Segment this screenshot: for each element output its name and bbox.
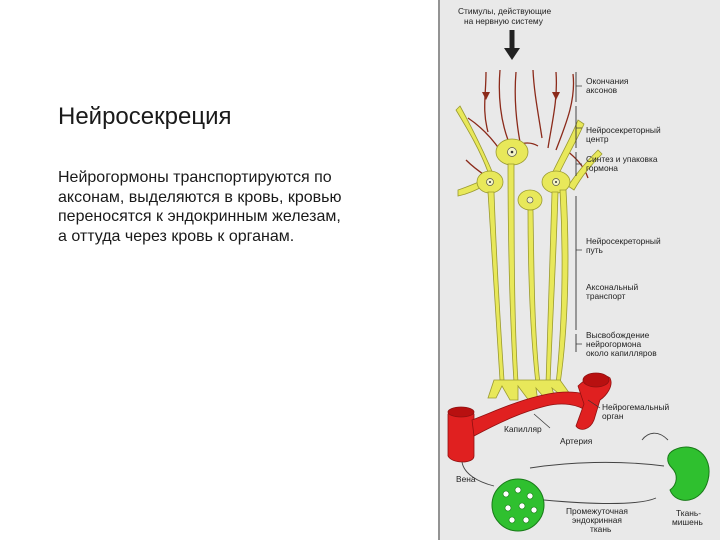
- body-line: переносятся к эндокринным железам,: [58, 208, 341, 225]
- blood-flow-lines: [461, 432, 669, 504]
- vein-opening: [447, 406, 475, 418]
- neuron-nucleoli: [489, 150, 557, 183]
- label-intermediate-tissue: Промежуточная: [566, 506, 628, 516]
- label-release: около капилляров: [586, 348, 657, 358]
- label-axonal-transport: Аксональный: [586, 282, 638, 292]
- target-tissue: [667, 446, 710, 501]
- label-capillary: Капилляр: [504, 424, 542, 434]
- body-line: а оттуда через кровь к органам.: [58, 227, 295, 245]
- label-synthesis: гормона: [586, 163, 618, 173]
- label-axon-endings: Окончания: [586, 76, 628, 86]
- label-vein: Вена: [456, 474, 476, 484]
- label-leaders: [533, 85, 601, 429]
- stimulus-label-line: на нервную систему: [464, 16, 544, 26]
- stimulus-label-line: Стимулы, действующие: [458, 6, 552, 16]
- label-intermediate-tissue: ткань: [590, 524, 612, 534]
- label-neurosecretory-center: центр: [586, 134, 609, 144]
- intermediate-endocrine-tissue: [491, 478, 545, 532]
- neurosecretion-diagram: Стимулы, действующие на нервную систему: [438, 0, 720, 540]
- label-release: Высвобождение: [586, 330, 650, 340]
- label-neurohemal-organ: Нейрогемальный: [602, 402, 670, 412]
- slide-body-text: Нейрогормоны транспортируются по аксонам…: [58, 168, 403, 246]
- label-target-tissue: Ткань-: [676, 508, 701, 518]
- slide-title: Нейросекреция: [58, 103, 232, 130]
- label-synthesis: Синтез и упаковка: [586, 154, 658, 164]
- label-neurosecretory-center: Нейросекреторный: [586, 125, 661, 135]
- label-axonal-transport: транспорт: [586, 291, 626, 301]
- blood-vessels: [447, 372, 612, 463]
- label-neurosecretory-pathway: Нейросекреторный: [586, 236, 661, 246]
- neurosecretory-neurons: [455, 105, 603, 403]
- label-artery: Артерия: [560, 436, 592, 446]
- label-intermediate-tissue: эндокринная: [572, 515, 622, 525]
- stimulus-arrow-head: [504, 48, 520, 60]
- neuron-process: [567, 149, 603, 191]
- label-release: нейрогормона: [586, 339, 642, 349]
- label-neurosecretory-pathway: путь: [586, 245, 604, 255]
- body-line: аксонам, выделяются в кровь, кровью: [58, 188, 342, 206]
- body-line: Нейрогормоны транспортируются по: [58, 169, 332, 186]
- gland-cells: [502, 486, 538, 524]
- label-neurohemal-organ: орган: [602, 411, 624, 421]
- artery-opening: [582, 372, 610, 388]
- label-axon-endings: аксонов: [586, 85, 618, 95]
- label-target-tissue: мишень: [672, 517, 703, 527]
